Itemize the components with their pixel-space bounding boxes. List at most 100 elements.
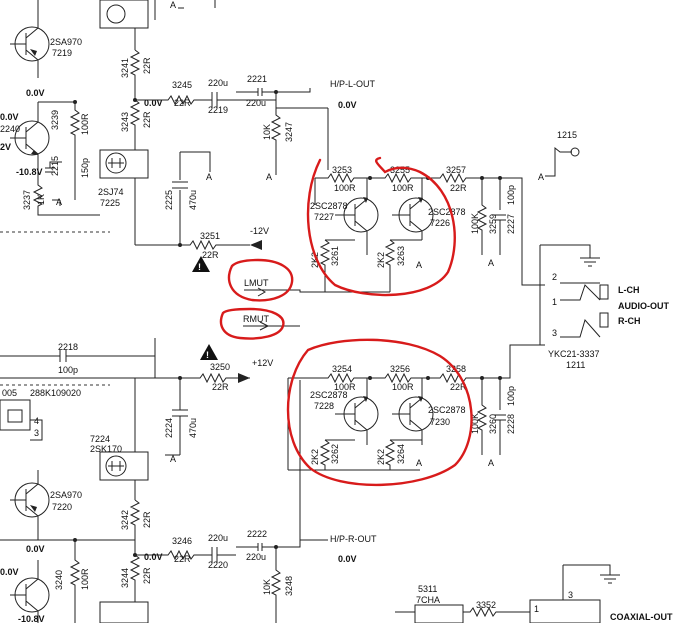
fet-box-lower: [99, 451, 149, 481]
resistor-ref: 3243: [120, 112, 130, 132]
transistor-ref: 7226: [430, 218, 450, 228]
mute-label: LMUT: [244, 278, 269, 288]
supply-arrow: [250, 240, 262, 250]
ground-label: A: [538, 172, 544, 182]
fet-box-bottom-2: [99, 601, 149, 623]
wire: [154, 0, 216, 20]
resistor-3352: [395, 606, 530, 618]
fet-ref: 7224: [90, 434, 110, 444]
capacitor-2218: [0, 338, 156, 362]
resistor-value: 22R: [212, 382, 229, 392]
resistor-value: 22R: [202, 250, 219, 260]
capacitor-2221: [236, 88, 276, 96]
voltage-label: -10.8V: [18, 614, 45, 623]
capacitor-ref: 2220: [208, 560, 228, 570]
coaxial-connector: [529, 599, 601, 623]
resistor-value: 22R: [174, 554, 191, 564]
supply-arrow: [238, 373, 250, 383]
resistor-ref: 3262: [330, 444, 340, 464]
fet-7225: [105, 4, 127, 174]
resistor-3237: [32, 175, 100, 216]
resistor-value: 100R: [392, 183, 414, 193]
resistor-value: 100R: [334, 183, 356, 193]
resistor-ref: 3251: [200, 231, 220, 241]
ground-label: A: [170, 454, 176, 464]
resistor-value: 100K: [470, 413, 480, 434]
capacitor-2225: [172, 151, 211, 245]
capacitor-value: 220u: [208, 533, 228, 543]
resistor-value: 22R: [174, 98, 191, 108]
resistor-3250: [135, 372, 250, 384]
capacitor-value: 100p: [506, 185, 516, 205]
signal-path-right: [135, 539, 328, 563]
resistor-ref: 3263: [396, 246, 406, 266]
output-label: AUDIO-OUT: [618, 301, 669, 311]
resistor-3239: [38, 101, 81, 158]
capacitor-ref: 2222: [247, 529, 267, 539]
resistor-ref: 3246: [172, 536, 192, 546]
resistor-ref: 3240: [54, 570, 64, 590]
resistor-ref: 3260: [488, 414, 498, 434]
transistor-type: 2SC2878: [310, 201, 348, 211]
resistors-3262-3264: [288, 439, 420, 471]
capacitor-2224: [165, 378, 188, 456]
transistor-ref: 7230: [430, 417, 450, 427]
resistor-value: 2K2: [376, 449, 386, 465]
voltage-label: 0.0V: [26, 544, 45, 554]
resistor-ref: 3239: [50, 110, 60, 130]
resistor-value: 22R: [142, 567, 152, 584]
capacitor-ref: 2218: [58, 342, 78, 352]
ground-symbol: [540, 244, 600, 267]
ground-ref: [52, 199, 61, 206]
fet-box-bottom: [99, 149, 149, 179]
resistor-value: 2K2: [310, 449, 320, 465]
resistor-value: 2K2: [376, 252, 386, 268]
transistor-type: 2SA970: [50, 490, 82, 500]
resistor-ref: 3254: [332, 364, 352, 374]
voltage-label: 0.0V: [338, 554, 357, 564]
ground-label: A: [56, 197, 62, 207]
resistor-value: 10K: [262, 124, 272, 140]
resistor-value: 22R: [142, 57, 152, 74]
transistor-lower-left: [10, 560, 50, 623]
resistors-3261-3263: [319, 239, 396, 292]
capacitor-ref: 2225: [164, 190, 174, 210]
transistor-ref: 7227: [314, 212, 334, 222]
ground-symbol: [562, 564, 620, 600]
transistor-2240: [10, 102, 50, 175]
ic-pin: 4: [34, 416, 39, 426]
resistor-value: 10K: [262, 579, 272, 595]
output-label: H/P-R-OUT: [330, 534, 377, 544]
capacitor-ref: 2227: [506, 214, 516, 234]
resistor-value: 22R: [450, 183, 467, 193]
voltage-label: -10.8V: [16, 167, 43, 177]
signal-path-left: [135, 92, 328, 109]
voltage-label: 0.0V: [338, 100, 357, 110]
capacitor-ref: 2219: [208, 105, 228, 115]
annotation-circle-lmut: [227, 258, 294, 302]
capacitor-ref: 2221: [247, 74, 267, 84]
wire: [276, 88, 311, 93]
ic-288K109020: [0, 399, 31, 431]
transistor-7219: [10, 0, 50, 78]
resistor-ref: 3255: [390, 165, 410, 175]
ic-5311: [414, 604, 464, 623]
jack-1215: [545, 146, 580, 177]
transistor-7227: [335, 178, 379, 255]
transistor-ref: 7219: [52, 48, 72, 58]
resistor-value: 100R: [334, 382, 356, 392]
svg-text:!: !: [206, 350, 209, 360]
resistor-3251: [135, 239, 250, 251]
resistor-ref: 3259: [488, 214, 498, 234]
annotation-circle-rmut: [219, 307, 285, 340]
ic-type: 7CHA: [416, 595, 440, 605]
fet-type: 2SK170: [90, 444, 122, 454]
fet-ref: 7225: [100, 198, 120, 208]
resistor-3243: [129, 99, 141, 150]
transistor-type: 2SC2878: [428, 405, 466, 415]
connector-ref: 1211: [566, 360, 585, 370]
resistor-ref: 3352: [476, 600, 496, 610]
resistor-ref: 3237: [22, 190, 32, 210]
pin-label: 3: [552, 328, 557, 338]
